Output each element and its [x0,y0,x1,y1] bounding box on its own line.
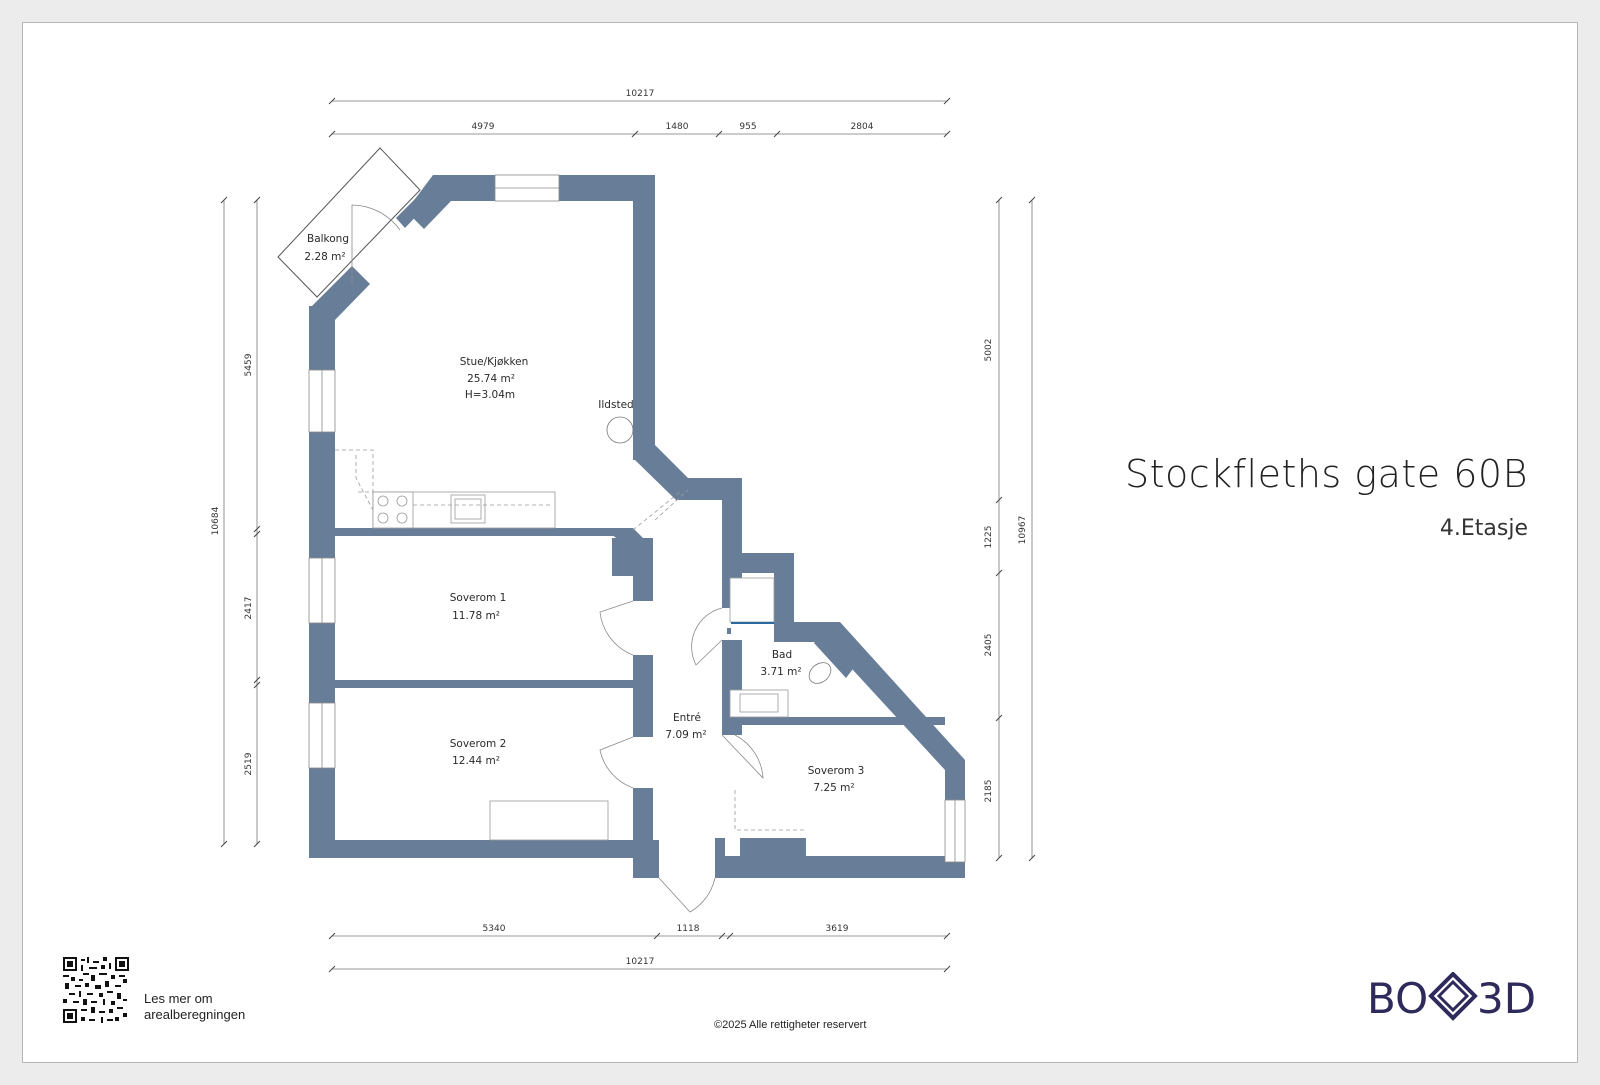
ildsted-label: Ildsted [598,399,633,411]
qr-caption-line-1: Les mer om [144,991,213,1006]
dim-right-seg-2: 1225 [984,526,994,549]
soverom1-name: Soverom 1 [450,592,507,604]
copyright: ©2025 Alle rettigheter reservert [714,1019,867,1031]
furniture [489,790,806,841]
stue-height: H=3.04m [465,389,515,401]
soverom2-name: Soverom 2 [450,738,507,750]
qr-caption-line-2: arealberegningen [144,1007,246,1022]
dim-left-seg-3: 2519 [244,752,254,775]
dimension-bottom: 5340 1118 3619 10217 [328,924,951,973]
balkong-name: Balkong [307,233,349,245]
qr-code-icon[interactable] [63,957,129,1023]
logo-text-left: BO [1367,974,1428,1022]
logo-text-right: 3D [1477,974,1536,1022]
dim-bottom-total: 10217 [626,957,655,967]
stue-name: Stue/Kjøkken [460,356,529,368]
soverom3-area: 7.25 m² [813,782,854,794]
balkong-area: 2.28 m² [304,251,345,263]
dim-bottom-seg-3: 3619 [826,924,849,934]
dim-right-seg-1: 5002 [984,339,994,362]
stue-area: 25.74 m² [467,373,515,385]
dimension-right: 5002 1225 2405 2185 10967 [984,196,1036,862]
qr-caption[interactable]: Les mer om arealberegningen [144,991,245,1023]
dimension-top: 10217 4979 1480 955 2804 [328,89,951,138]
floor-plan-sheet [22,22,1578,1063]
bo3d-logo: BO 3D [1367,972,1536,1022]
floor-subtitle: 4.Etasje [1439,516,1528,541]
address-title: Stockfleths gate 60B [1124,452,1528,496]
dim-bottom-seg-1: 5340 [483,924,506,934]
dimension-left: 10684 5459 2417 2519 [211,196,261,848]
dim-bottom-seg-2: 1118 [677,924,700,934]
balcony [277,147,421,298]
dim-right-total: 10967 [1018,516,1028,545]
bad-name: Bad [772,649,792,661]
dim-top-seg-1: 4979 [472,122,495,132]
dim-left-seg-2: 2417 [244,597,254,620]
title-block: Stockfleths gate 60B 4.Etasje [1125,452,1528,541]
bad-area: 3.71 m² [760,666,801,678]
soverom2-area: 12.44 m² [452,755,500,767]
dim-top-seg-3: 955 [739,122,756,132]
doors [351,204,764,913]
dim-top-total: 10217 [626,89,655,99]
dim-top-seg-4: 2804 [851,122,874,132]
soverom3-name: Soverom 3 [808,765,865,777]
room-labels: Balkong 2.28 m² Stue/Kjøkken 25.74 m² H=… [304,233,864,794]
dim-right-seg-4: 2185 [984,780,994,803]
kitchen [335,416,634,529]
entre-area: 7.09 m² [665,729,706,741]
dim-right-seg-3: 2405 [984,634,994,657]
windows [308,174,966,863]
dim-left-total: 10684 [211,506,221,535]
dim-left-seg-1: 5459 [244,353,254,376]
diamond-logo-icon [1428,972,1478,1021]
bathroom-fixtures [729,577,832,718]
entre-name: Entré [673,712,701,724]
soverom1-area: 11.78 m² [452,610,500,622]
dim-top-seg-2: 1480 [666,122,689,132]
